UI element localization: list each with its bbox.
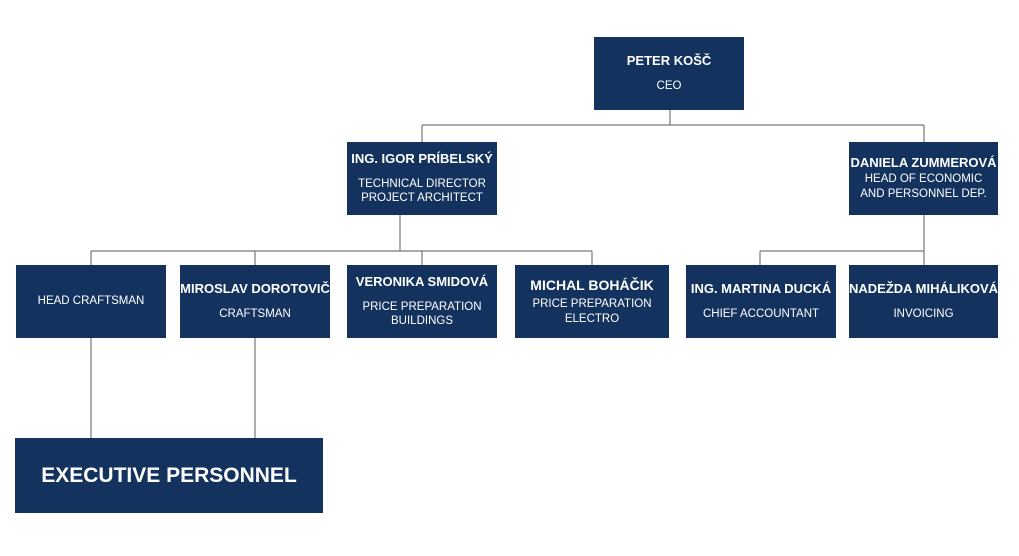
node-role: PRICE PREPARATION <box>362 300 482 313</box>
node-name: EXECUTIVE PERSONNEL <box>41 463 297 487</box>
node-role: INVOICING <box>893 307 954 320</box>
node-chief-accountant: ING. MARTINA DUCKÁ CHIEF ACCOUNTANT <box>686 265 836 338</box>
node-role: PRICE PREPARATION <box>532 298 652 311</box>
node-executive-personnel: EXECUTIVE PERSONNEL <box>15 438 323 513</box>
node-price-buildings: VERONIKA SMIDOVÁ PRICE PREPARATION BUILD… <box>347 265 497 338</box>
node-ceo: PETER KOŠČ CEO <box>594 37 744 110</box>
node-role: CHIEF ACCOUNTANT <box>702 307 820 320</box>
node-name: DANIELA ZUMMEROVÁ <box>850 155 997 171</box>
node-role: PROJECT ARCHITECT <box>361 192 483 205</box>
node-name: MIROSLAV DOROTOVIČ <box>180 281 330 297</box>
node-name: ING. MARTINA DUCKÁ <box>690 281 832 297</box>
node-name: NADEŽDA MIHÁLIKOVÁ <box>849 281 999 297</box>
node-role: CEO <box>656 79 682 92</box>
node-role: TECHNICAL DIRECTOR <box>358 177 486 190</box>
node-head-craftsman: HEAD CRAFTSMAN <box>16 265 166 338</box>
node-price-electro: MICHAL BOHÁČIK PRICE PREPARATION ELECTRO <box>515 265 669 338</box>
node-craftsman: MIROSLAV DOROTOVIČ CRAFTSMAN <box>180 265 330 338</box>
node-role: CRAFTSMAN <box>219 307 291 320</box>
node-head-economic: DANIELA ZUMMEROVÁ HEAD OF ECONOMIC AND P… <box>849 142 998 215</box>
node-name: VERONIKA SMIDOVÁ <box>355 273 489 289</box>
node-technical-director: ING. IGOR PRÍBELSKÝ TECHNICAL DIRECTOR P… <box>347 142 497 215</box>
node-role: BUILDINGS <box>391 315 453 328</box>
node-name: PETER KOŠČ <box>626 53 712 69</box>
node-name: ING. IGOR PRÍBELSKÝ <box>351 150 493 166</box>
node-role: HEAD OF ECONOMIC <box>864 173 983 185</box>
node-name: MICHAL BOHÁČIK <box>530 276 654 293</box>
node-role: ELECTRO <box>564 313 620 326</box>
node-invoicing: NADEŽDA MIHÁLIKOVÁ INVOICING <box>849 265 998 338</box>
node-role: HEAD CRAFTSMAN <box>37 295 145 308</box>
node-role: AND PERSONNEL DEP. <box>860 187 987 200</box>
